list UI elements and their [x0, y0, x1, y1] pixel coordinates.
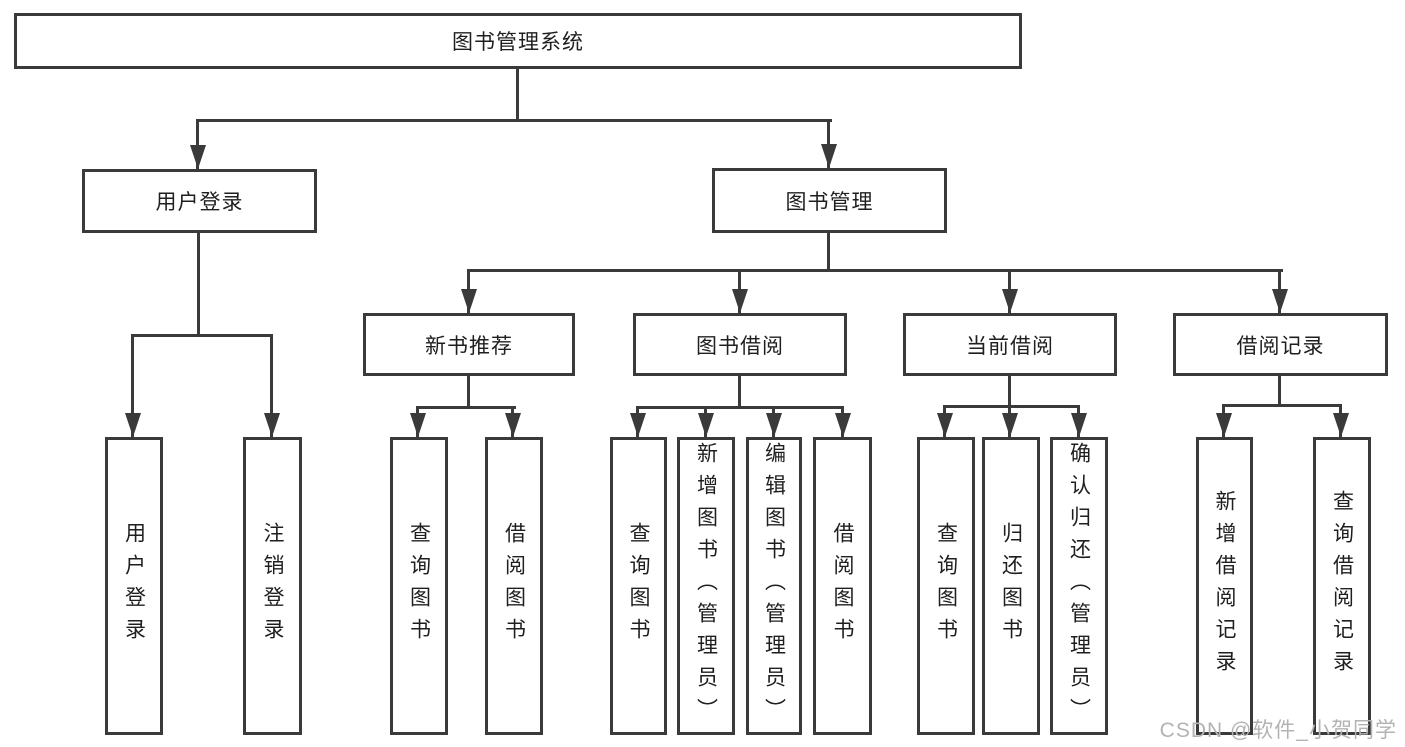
- node-current-borrow-label: 当前借阅: [966, 334, 1054, 358]
- connector-line: [467, 376, 470, 409]
- arrowhead-down: [1002, 413, 1018, 437]
- connector-line: [416, 406, 516, 409]
- leaf-bb-add-book-admin: 新增图书（管理员）: [677, 437, 735, 735]
- node-borrow-records: 借阅记录: [1173, 313, 1388, 376]
- leaf-user-login-label: 用户登录: [122, 522, 146, 650]
- leaf-logout: 注销登录: [243, 437, 302, 735]
- leaf-cb-confirm-return-admin: 确认归还（管理员）: [1050, 437, 1108, 735]
- leaf-bb-query-book: 查询图书: [610, 437, 667, 735]
- connector-line: [131, 334, 134, 437]
- connector-line: [738, 376, 741, 409]
- connector-line: [1008, 376, 1011, 408]
- arrowhead-down: [1272, 289, 1288, 313]
- arrowhead-down: [505, 413, 521, 437]
- connector-line: [827, 233, 830, 271]
- node-root: 图书管理系统: [14, 13, 1022, 69]
- arrowhead-down: [1002, 289, 1018, 313]
- node-book-management-label: 图书管理: [785, 190, 874, 214]
- connector-line: [516, 69, 519, 121]
- arrowhead-down: [1333, 413, 1349, 437]
- arrowhead-down: [766, 413, 782, 437]
- leaf-cb-confirm-return-admin-label: 确认归还（管理员）: [1067, 442, 1091, 730]
- node-book-management: 图书管理: [712, 168, 947, 233]
- arrowhead-down: [630, 413, 646, 437]
- connector-line: [131, 334, 273, 337]
- leaf-nb-borrow-book: 借阅图书: [485, 437, 543, 735]
- arrowhead-down: [461, 289, 477, 313]
- connector-line: [196, 119, 199, 169]
- arrowhead-down: [835, 413, 851, 437]
- leaf-user-login: 用户登录: [105, 437, 163, 735]
- arrowhead-down: [190, 145, 206, 169]
- node-user-login-label: 用户登录: [155, 191, 244, 214]
- arrowhead-down: [1071, 413, 1087, 437]
- leaf-bb-add-book-admin-label: 新增图书（管理员）: [694, 442, 718, 730]
- connector-line: [943, 405, 1080, 408]
- leaf-bb-edit-book-admin-label: 编辑图书（管理员）: [762, 442, 786, 730]
- leaf-cb-query-book: 查询图书: [917, 437, 975, 735]
- arrowhead-down: [732, 289, 748, 313]
- leaf-cb-query-book-label: 查询图书: [934, 522, 958, 650]
- arrowhead-down: [125, 413, 141, 437]
- node-root-label: 图书管理系统: [452, 31, 584, 54]
- leaf-bb-query-book-label: 查询图书: [627, 522, 650, 650]
- connector-line: [827, 119, 830, 168]
- node-new-book-recommend-label: 新书推荐: [425, 334, 513, 358]
- connector-line: [467, 269, 1283, 272]
- leaf-nb-borrow-book-label: 借阅图书: [502, 522, 526, 650]
- watermark-text: CSDN @软件_小贺同学: [1159, 719, 1397, 742]
- node-book-borrow-label: 图书借阅: [696, 334, 784, 358]
- leaf-br-query-record-label: 查询借阅记录: [1330, 490, 1354, 682]
- arrowhead-down: [1216, 413, 1232, 437]
- arrowhead-down: [410, 413, 426, 437]
- node-book-borrow: 图书借阅: [633, 313, 847, 376]
- leaf-br-add-record-label: 新增借阅记录: [1213, 490, 1236, 682]
- leaf-cb-return-book: 归还图书: [982, 437, 1040, 735]
- connector-line: [270, 334, 273, 437]
- connector-line: [1222, 404, 1342, 407]
- leaf-nb-query-book: 查询图书: [390, 437, 448, 735]
- leaf-bb-borrow-book: 借阅图书: [813, 437, 872, 735]
- leaf-bb-edit-book-admin: 编辑图书（管理员）: [746, 437, 802, 735]
- connector-line: [197, 233, 200, 337]
- arrowhead-down: [264, 413, 280, 437]
- node-user-login: 用户登录: [82, 169, 317, 233]
- arrowhead-down: [821, 144, 837, 168]
- leaf-nb-query-book-label: 查询图书: [407, 522, 431, 650]
- connector-line: [636, 406, 844, 409]
- node-borrow-records-label: 借阅记录: [1236, 334, 1325, 358]
- node-current-borrow: 当前借阅: [903, 313, 1117, 376]
- leaf-logout-label: 注销登录: [261, 522, 284, 650]
- leaf-cb-return-book-label: 归还图书: [999, 522, 1023, 650]
- arrowhead-down: [937, 413, 953, 437]
- connector-line: [196, 119, 832, 122]
- node-new-book-recommend: 新书推荐: [363, 313, 575, 376]
- connector-line: [1278, 376, 1281, 407]
- leaf-br-query-record: 查询借阅记录: [1313, 437, 1371, 735]
- arrowhead-down: [698, 413, 714, 437]
- leaf-bb-borrow-book-label: 借阅图书: [831, 522, 854, 650]
- leaf-br-add-record: 新增借阅记录: [1196, 437, 1253, 735]
